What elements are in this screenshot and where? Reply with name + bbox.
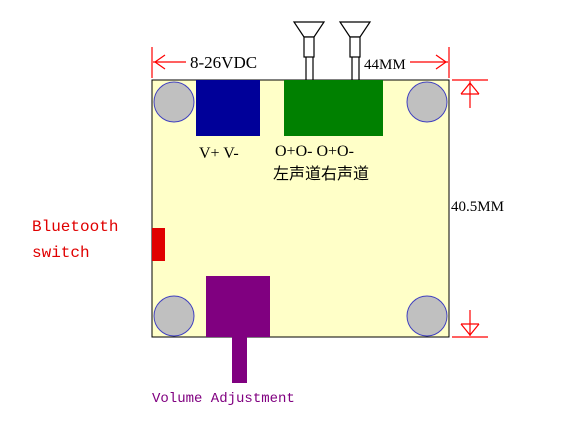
bluetooth-label-line1: Bluetooth xyxy=(32,218,118,236)
width-label: 44MM xyxy=(364,57,406,73)
channels-label: 左声道右声道 xyxy=(273,165,369,183)
mount-hole-icon xyxy=(406,81,448,123)
bluetooth-label-line2: switch xyxy=(32,244,90,262)
volume-shaft xyxy=(232,337,247,383)
height-dimension xyxy=(452,79,488,338)
height-label: 40.5MM xyxy=(451,199,504,215)
speaker-icon xyxy=(292,21,326,80)
speaker-icon xyxy=(338,21,372,80)
power-pins-label: V+ V- xyxy=(199,145,239,162)
voltage-label: 8-26VDC xyxy=(190,53,257,72)
audio-pins-label: O+O- O+O- xyxy=(275,143,354,160)
volume-knob xyxy=(206,276,270,337)
mount-hole-icon xyxy=(153,295,195,337)
mount-hole-icon xyxy=(406,295,448,337)
volume-label: Volume Adjustment xyxy=(152,391,295,407)
mount-hole-icon xyxy=(153,81,195,123)
bluetooth-switch xyxy=(152,228,165,261)
power-connector xyxy=(196,80,260,136)
audio-connector xyxy=(284,80,383,136)
width-dimension xyxy=(151,47,450,78)
